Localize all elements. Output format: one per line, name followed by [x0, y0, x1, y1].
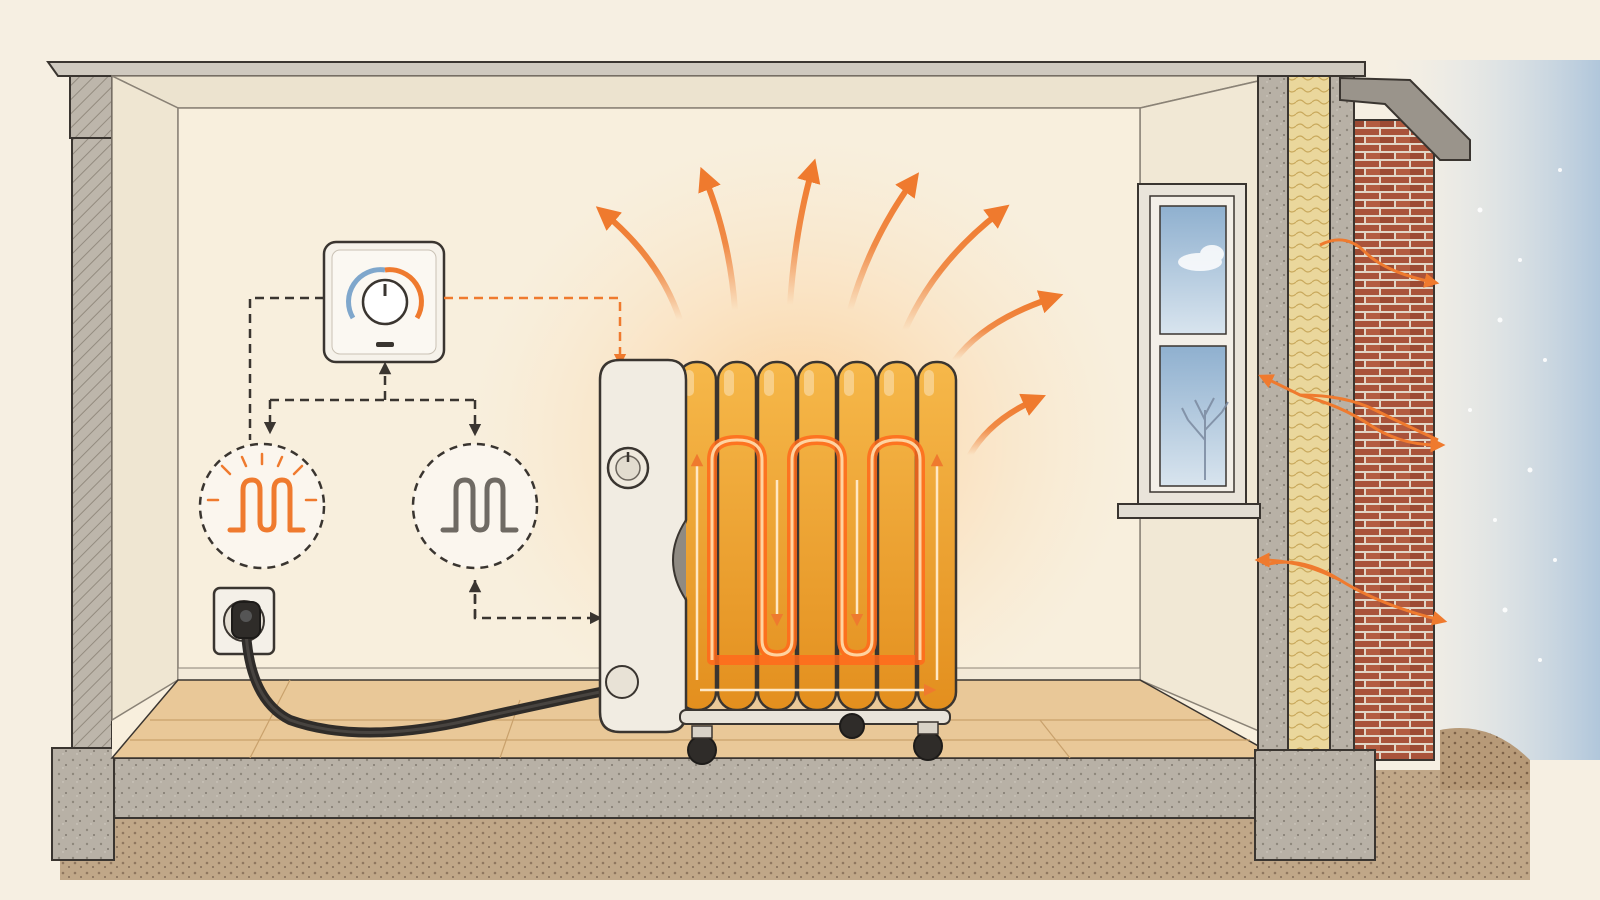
heat-arrow-6	[952, 290, 1064, 363]
cloud-icon	[1178, 245, 1224, 271]
window-sill	[1117, 503, 1261, 519]
roof-eave	[1339, 76, 1471, 161]
radiator-wheel-3	[913, 731, 943, 761]
heat-loss-arrow-3b	[1254, 552, 1341, 582]
roof-slab	[46, 61, 1366, 77]
outside-ground	[1440, 728, 1530, 790]
thermostat-to-element-on-line	[248, 296, 324, 440]
heat-arrow-2	[698, 166, 738, 313]
radiator-wheel-2	[839, 713, 865, 739]
left-wall	[71, 137, 113, 759]
heat-arrow-1	[595, 206, 683, 323]
right-footing	[1254, 749, 1376, 861]
left-wall-cap	[69, 75, 113, 139]
heat-loss-arrow-2	[1258, 374, 1439, 442]
rising-heat-arrows	[595, 158, 1064, 458]
thermostat-knob[interactable]	[361, 278, 409, 326]
bare-tree-icon	[1181, 397, 1229, 480]
control-signal-lines	[248, 296, 627, 625]
thermostat-warm-arc	[384, 267, 424, 320]
heating-element-on-icon	[198, 442, 326, 570]
left-inner-wall	[111, 74, 179, 722]
wall-insulation	[1287, 75, 1331, 759]
heat-arrow-4	[847, 172, 920, 313]
heat-loss-arrow-1	[1319, 238, 1440, 288]
radiator-base	[679, 709, 951, 725]
brick-facade	[1353, 119, 1435, 761]
oil-convection-arrows	[690, 453, 944, 697]
ceiling	[111, 75, 1281, 109]
heat-arrow-5	[902, 204, 1010, 333]
right-wall-concrete	[1257, 75, 1289, 759]
snow-particles	[1468, 168, 1562, 662]
thermostat-to-radiator-line	[444, 296, 627, 367]
radiator-wheel-1	[687, 735, 717, 765]
heat-arrow-3	[787, 158, 821, 308]
window-icon	[1117, 183, 1261, 519]
radiator-cord-socket	[605, 665, 639, 699]
thermostat-icon	[322, 240, 446, 364]
heating-element-off-icon	[411, 442, 539, 570]
right-wall-inner-block	[1329, 75, 1355, 759]
floor-slab	[111, 757, 1281, 819]
power-plug-icon[interactable]	[231, 601, 261, 639]
thermostat-cold-arc	[346, 267, 386, 320]
wall-heat-loss-arrows	[1254, 238, 1448, 626]
heat-arrow-7	[967, 393, 1046, 458]
oil-filled-radiator-icon	[598, 358, 958, 765]
heat-loss-arrow-2b	[1299, 393, 1446, 453]
left-footing	[51, 747, 115, 861]
